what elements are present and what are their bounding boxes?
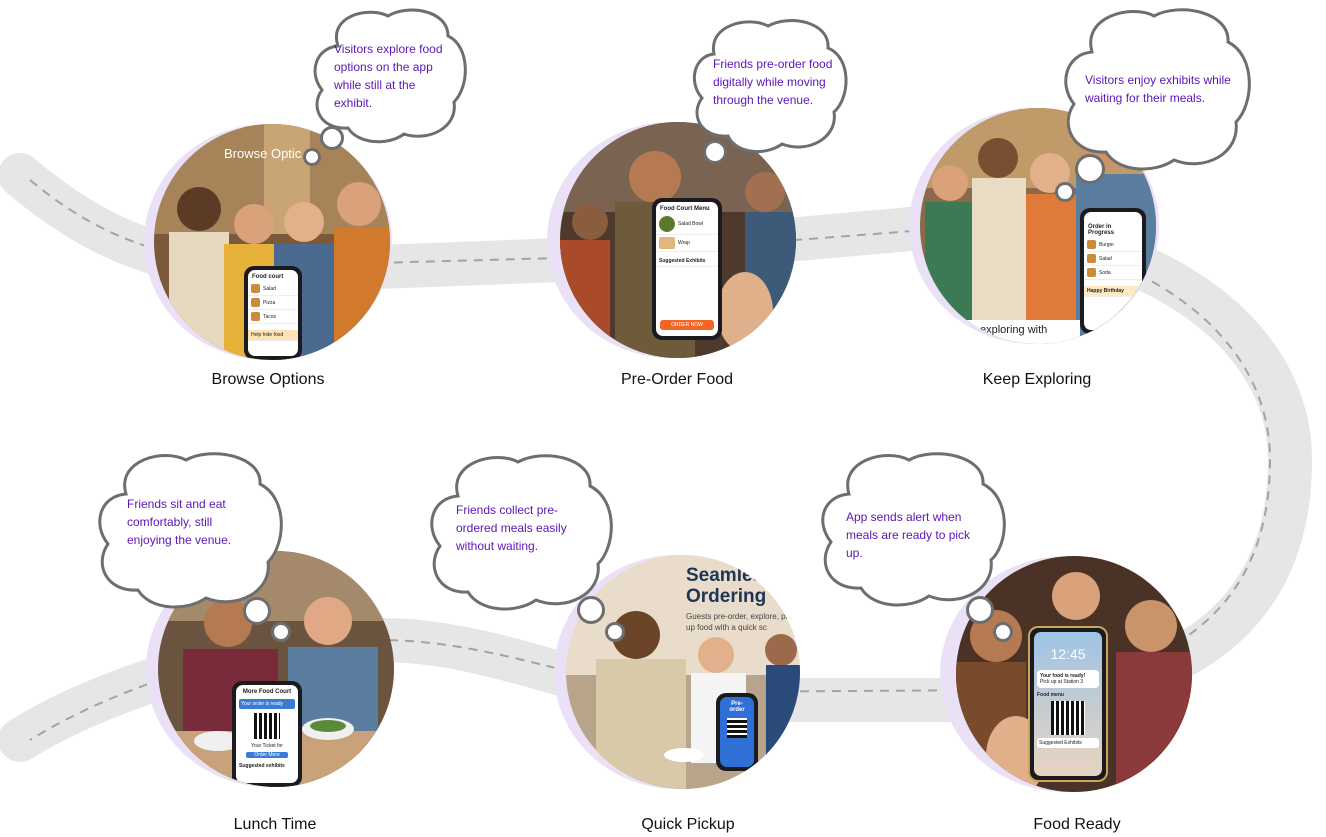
ready-notification[interactable]: Your food is ready! Pick up at Station 3 (1037, 670, 1099, 688)
pickup-headline: Seamles Ordering (686, 565, 767, 607)
phone-mockup: More Food Court Your order is ready Your… (232, 681, 302, 787)
thought-bubble-large (577, 596, 605, 624)
ready-banner: Your order is ready (239, 699, 295, 709)
notification-subtitle: Pick up at Station 3 (1040, 679, 1084, 685)
qr-code (727, 718, 747, 738)
phone-title: More Food Court (242, 689, 292, 695)
stage-label: Keep Exploring (982, 371, 1092, 388)
thought-cloud (692, 19, 848, 154)
menu-item[interactable]: Tacos (248, 310, 298, 324)
thought-bubble-large (320, 126, 344, 150)
phone-mockup: 12:45 Your food is ready! Pick up at Sta… (1028, 626, 1108, 782)
phone-screen: More Food Court Your order is ready Your… (236, 685, 298, 783)
food-thumb (251, 312, 260, 321)
section-heading: Suggested Exhibits (656, 256, 718, 267)
thought-bubble-small (993, 622, 1013, 642)
food-thumb (1087, 240, 1096, 249)
food-thumb (251, 298, 260, 307)
phone-screen: Pre-order (720, 697, 754, 767)
order-item-label: Salad (1099, 255, 1112, 262)
thought-bubble-small (1055, 182, 1075, 202)
thought-text: Friends sit and eat comfortably, still e… (127, 497, 232, 547)
stage-label: Lunch Time (233, 816, 317, 833)
food-thumb (251, 284, 260, 293)
menu-item-label: Pizza (263, 299, 276, 306)
thought-cloud (430, 454, 613, 611)
footer-label: Suggested exhibits (239, 763, 285, 769)
thought-cloud (1064, 8, 1251, 171)
menu-section: Food menu (1037, 692, 1064, 698)
menu-item[interactable]: Salad Bowl (656, 214, 718, 235)
promo-banner[interactable]: Happy Birthday (1084, 286, 1142, 297)
phone-screen: Food Court Menu Salad Bowl Wrap Suggeste… (656, 202, 718, 336)
order-item: Soda (1084, 266, 1142, 280)
thought-cloud (98, 452, 283, 609)
phone-title: Pre-order (729, 701, 745, 713)
menu-item[interactable]: Salad (248, 282, 298, 296)
thought-text: Visitors explore food options on the app… (334, 42, 443, 110)
phone-mockup: Pre-order (716, 693, 758, 771)
qr-code (1051, 701, 1085, 735)
order-item-label: Burger (1099, 241, 1115, 248)
pickup-subline: Guests pre-order, explore, pick up food … (686, 612, 796, 632)
promo-label: Happy Birthday (1087, 288, 1124, 294)
order-item: Burger (1084, 238, 1142, 252)
section-label: Suggested Exhibits (659, 258, 706, 264)
qr-code (254, 713, 280, 739)
food-thumb (659, 216, 675, 232)
phone-screen: 12:45 Your food is ready! Pick up at Sta… (1034, 632, 1102, 776)
overlay-caption: exploring with (980, 324, 1048, 336)
thought-bubble-small (271, 622, 291, 642)
menu-item-label: Tacos (263, 313, 277, 320)
thought-cloud (313, 8, 467, 144)
order-item: Salad (1084, 252, 1142, 266)
lock-time: 12:45 (1050, 646, 1086, 662)
promo-banner[interactable]: Help hide food (248, 330, 298, 341)
thought-text: Visitors enjoy exhibits while waiting fo… (1085, 73, 1231, 105)
stage-label: Browse Options (211, 371, 325, 388)
menu-item[interactable]: Wrap (656, 235, 718, 252)
stage-label: Food Ready (1033, 816, 1121, 833)
phone-screen: Order in Progress Burger Salad Soda Happ… (1084, 212, 1142, 330)
phone-title: Food court (252, 274, 284, 280)
phone-title: Food Court Menu (660, 206, 710, 212)
promo-label: Help hide food (251, 332, 284, 338)
thought-bubble-large (703, 140, 727, 164)
phone-mockup: Order in Progress Burger Salad Soda Happ… (1080, 208, 1146, 334)
menu-item[interactable]: Pizza (248, 296, 298, 310)
overlay-strip (960, 320, 1080, 344)
thought-text: App sends alert when meals are ready to … (846, 510, 971, 560)
thought-bubble-small (303, 148, 321, 166)
menu-item-label: Salad Bowl (678, 221, 704, 227)
overlay-caption: Browse Optic (224, 146, 302, 161)
order-item-label: Soda (1099, 269, 1111, 276)
notification-title: Your food is ready! (1040, 673, 1086, 679)
ticket-caption: Your Ticket for (251, 743, 283, 749)
phone-title: Order in Progress (1088, 224, 1115, 236)
food-thumb (659, 237, 675, 249)
menu-item-label: Wrap (678, 240, 690, 246)
phone-screen: Food court Salad Pizza Tacos Help hide f… (248, 270, 298, 356)
stage-label: Quick Pickup (641, 816, 735, 833)
food-thumb (1087, 268, 1096, 277)
food-thumb (1087, 254, 1096, 263)
thought-bubble-large (1075, 154, 1105, 184)
thought-bubble-large (966, 596, 994, 624)
thought-bubble-large (243, 597, 271, 625)
footer-label: Suggested Exhibits (1037, 738, 1099, 748)
thought-bubble-small (605, 622, 625, 642)
order-now-button[interactable]: ORDER NOW (660, 320, 714, 330)
stage-label: Pre-Order Food (620, 371, 734, 388)
phone-mockup: Food Court Menu Salad Bowl Wrap Suggeste… (652, 198, 722, 340)
thought-text: Friends collect pre-ordered meals easily… (456, 503, 567, 553)
menu-item-label: Salad (263, 285, 276, 292)
phone-mockup: Food court Salad Pizza Tacos Help hide f… (244, 266, 302, 360)
order-more-button[interactable]: Order More (246, 752, 288, 758)
thought-text: Friends pre-order food digitally while m… (713, 57, 833, 107)
stage-photo: Food Court Menu Salad Bowl Wrap Suggeste… (560, 122, 796, 358)
thought-cloud (821, 452, 1006, 607)
stage-photo: Browse Optic Food court Salad Pizza Taco… (154, 124, 390, 360)
